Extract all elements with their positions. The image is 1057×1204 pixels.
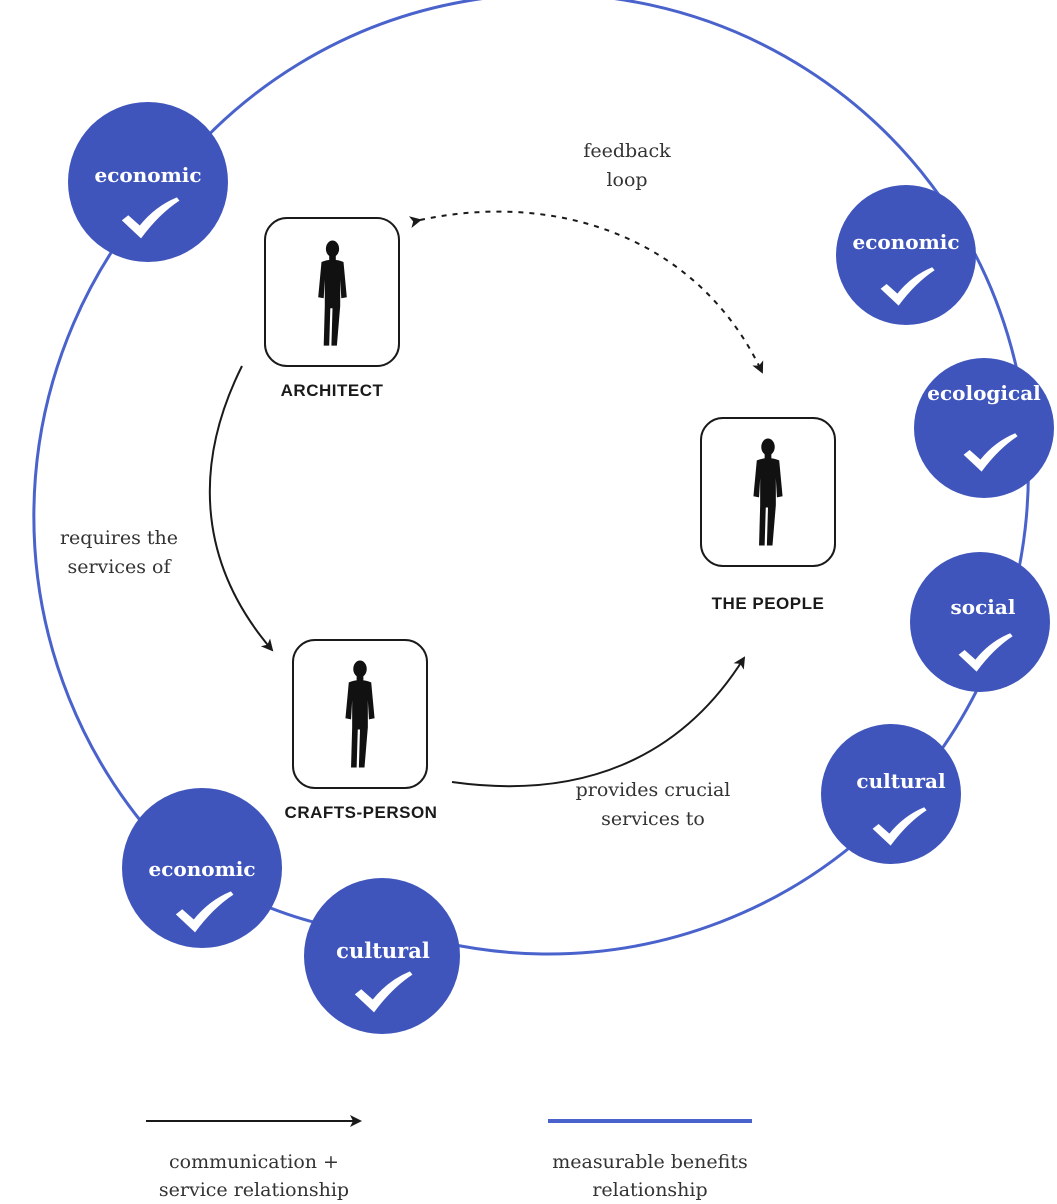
benefit-disc <box>821 724 961 864</box>
benefit-disc <box>914 358 1054 498</box>
feedback-arrow <box>408 210 764 374</box>
benefit-disc <box>304 878 460 1034</box>
legend-communication-line2: service relationship <box>159 1179 349 1201</box>
provides-label-line1: provides crucial <box>576 779 731 801</box>
benefit-label: economic <box>852 230 959 254</box>
benefit-badge-economic-right: economic <box>836 185 976 325</box>
requires-label: requires the services of <box>60 527 178 578</box>
legend-benefits-line2: relationship <box>592 1179 707 1201</box>
legend: communication + service relationship mea… <box>146 1115 752 1201</box>
legend-benefits-line1: measurable benefits <box>552 1151 747 1173</box>
benefit-label: economic <box>148 857 255 881</box>
benefit-badge-social: social <box>910 552 1050 692</box>
provides-label-line2: services to <box>601 808 705 830</box>
benefit-badge-economic-top-left: economic <box>68 102 228 262</box>
provides-arrow <box>451 656 746 788</box>
feedback-label-line1: feedback <box>583 140 671 162</box>
benefits-ring <box>170 0 1030 956</box>
benefits-ring-left <box>32 174 174 850</box>
benefit-badge-cultural-right: cultural <box>821 724 961 864</box>
benefit-badge-cultural-bottom: cultural <box>304 878 460 1034</box>
provides-label: provides crucial services to <box>576 779 731 830</box>
benefit-label: cultural <box>856 769 946 793</box>
people-label: THE PEOPLE <box>712 594 825 613</box>
benefit-disc <box>836 185 976 325</box>
requires-label-line2: services of <box>67 556 172 578</box>
legend-communication-line1: communication + <box>169 1151 339 1173</box>
benefit-label: cultural <box>336 938 430 963</box>
feedback-loop-label: feedback loop <box>583 140 671 191</box>
benefit-badge-economic-bottom-left: economic <box>122 788 282 948</box>
craftsperson-label: CRAFTS-PERSON <box>285 803 438 822</box>
benefit-badge-ecological: ecological <box>914 358 1054 498</box>
benefit-disc <box>910 552 1050 692</box>
architect-label: ARCHITECT <box>281 381 384 400</box>
benefit-label: ecological <box>927 381 1041 405</box>
architect-node: ARCHITECT <box>264 217 400 400</box>
benefit-label: economic <box>94 163 201 187</box>
people-node: THE PEOPLE <box>700 417 836 613</box>
benefit-disc <box>122 788 282 948</box>
benefit-label: social <box>951 595 1016 619</box>
requires-label-line1: requires the <box>60 527 178 549</box>
benefit-disc <box>68 102 228 262</box>
feedback-label-line2: loop <box>606 169 647 191</box>
requires-arrow <box>208 365 274 652</box>
craftsperson-node: CRAFTS-PERSON <box>285 639 438 822</box>
